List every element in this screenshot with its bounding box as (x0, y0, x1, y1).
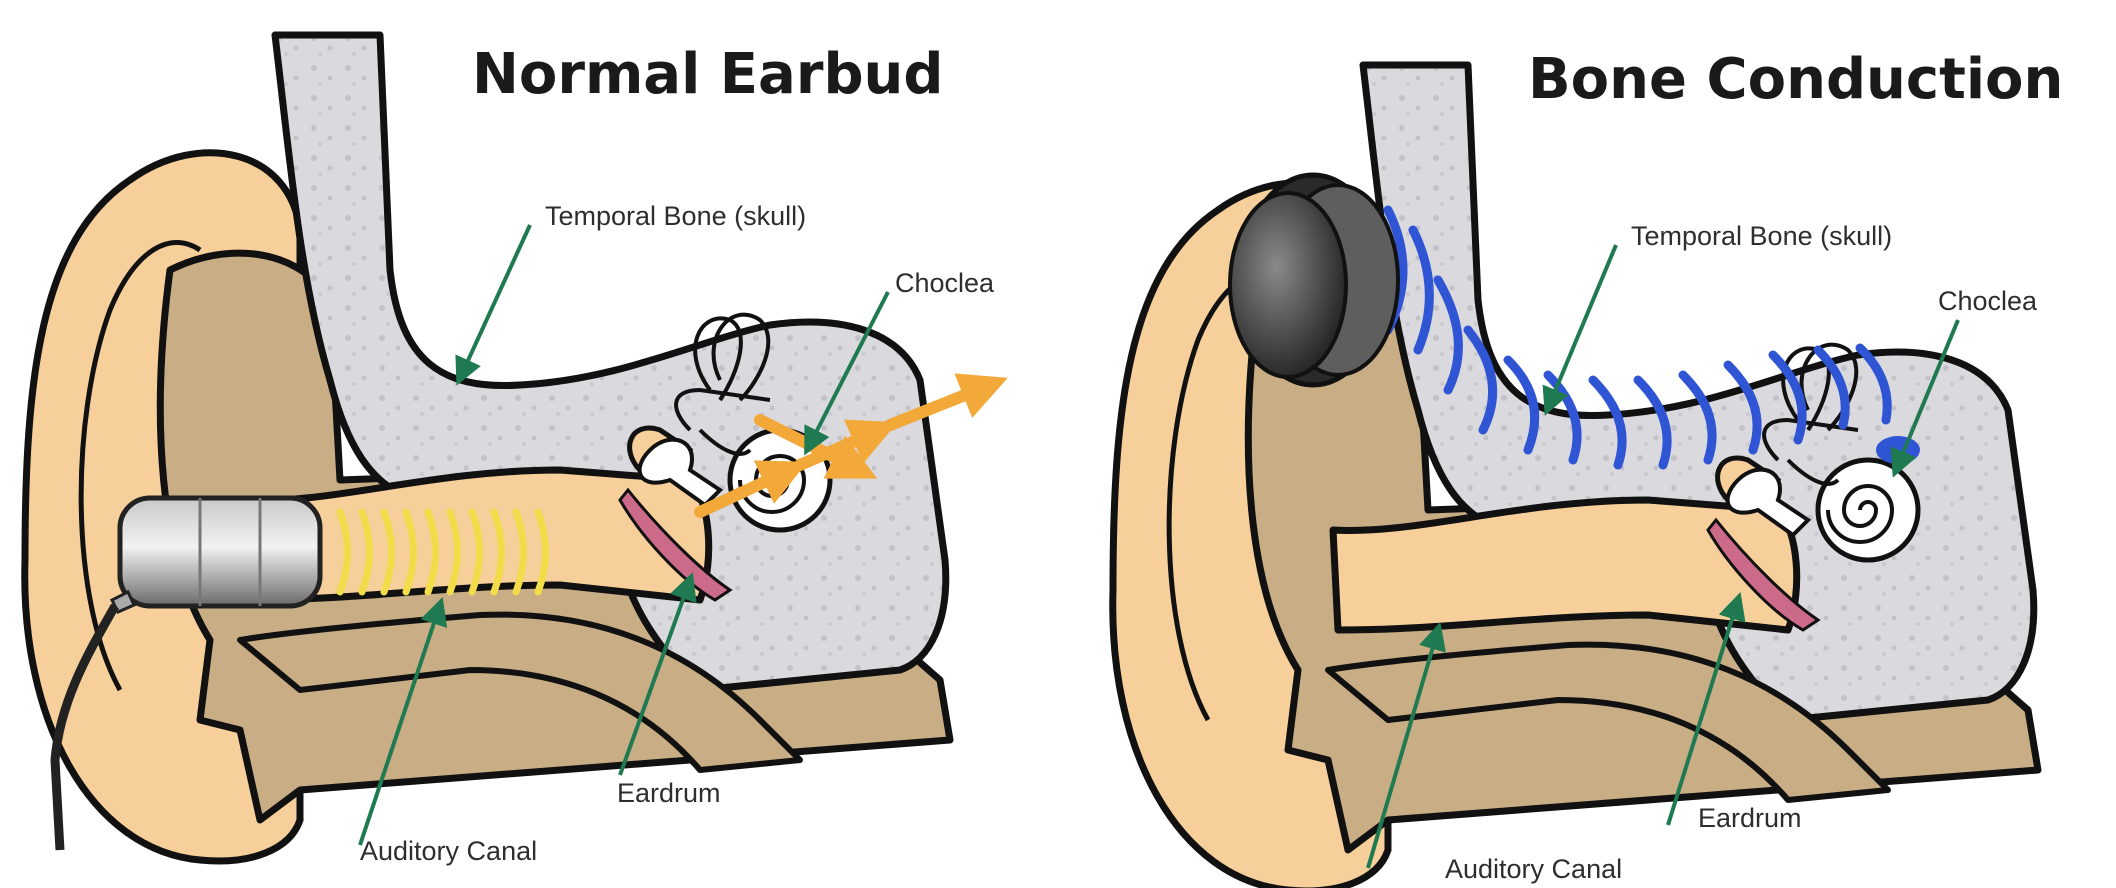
temporal-bone-arrow (460, 225, 530, 378)
panel-normal-earbud: Normal Earbud Temporal Bone (skull) Choc… (25, 35, 995, 866)
label-cochlea: Choclea (895, 268, 995, 298)
label-auditory-canal: Auditory Canal (1445, 854, 1622, 884)
cochlea-activation (1876, 436, 1920, 464)
panel-bone-conduction: Bone Conduction Temporal Bone (skull) Ch… (1113, 47, 2064, 888)
label-temporal-bone: Temporal Bone (skull) (1631, 221, 1892, 251)
label-cochlea: Choclea (1938, 286, 2038, 316)
panel-title: Bone Conduction (1528, 47, 2063, 112)
label-eardrum: Eardrum (1698, 803, 1802, 833)
label-temporal-bone: Temporal Bone (skull) (545, 201, 806, 231)
temporal-bone-arrow (1548, 245, 1616, 408)
label-auditory-canal: Auditory Canal (360, 836, 537, 866)
label-eardrum: Eardrum (617, 778, 721, 808)
bone-conduction-device-icon (1230, 175, 1398, 385)
panel-title: Normal Earbud (472, 42, 944, 107)
